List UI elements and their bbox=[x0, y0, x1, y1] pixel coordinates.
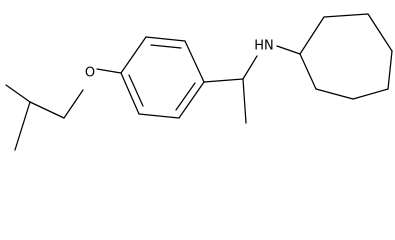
amine-atom-label: HN bbox=[254, 39, 274, 54]
aromatic-double-bond bbox=[150, 44, 182, 49]
bond bbox=[387, 50, 393, 90]
bond bbox=[299, 16, 325, 55]
bond bbox=[145, 36, 186, 42]
ethyl-linker bbox=[203, 55, 258, 124]
cycloheptane-ring bbox=[299, 13, 393, 100]
oxygen-atom-label: O bbox=[85, 66, 95, 81]
bond bbox=[203, 78, 244, 83]
bond bbox=[242, 55, 258, 80]
bond bbox=[352, 88, 389, 100]
structure-canvas: O HN bbox=[5, 13, 393, 151]
bond bbox=[14, 101, 31, 151]
bond bbox=[96, 68, 122, 74]
bond bbox=[367, 13, 393, 52]
bond bbox=[120, 72, 140, 115]
bond bbox=[5, 84, 31, 103]
benzene-ring bbox=[120, 36, 205, 119]
aromatic-double-bond bbox=[128, 74, 144, 107]
aromatic-double-bond bbox=[175, 82, 196, 111]
bond bbox=[184, 40, 205, 83]
bond bbox=[29, 101, 65, 119]
bond bbox=[138, 113, 180, 119]
bond bbox=[63, 89, 84, 119]
bond bbox=[299, 53, 317, 90]
bond bbox=[323, 13, 369, 18]
bond bbox=[178, 81, 205, 119]
bond bbox=[315, 88, 354, 100]
molecule-diagram: O HN bbox=[5, 13, 393, 151]
isobutyl-group bbox=[5, 84, 84, 151]
bond bbox=[120, 36, 147, 74]
bond bbox=[242, 78, 247, 124]
bond bbox=[276, 45, 301, 55]
